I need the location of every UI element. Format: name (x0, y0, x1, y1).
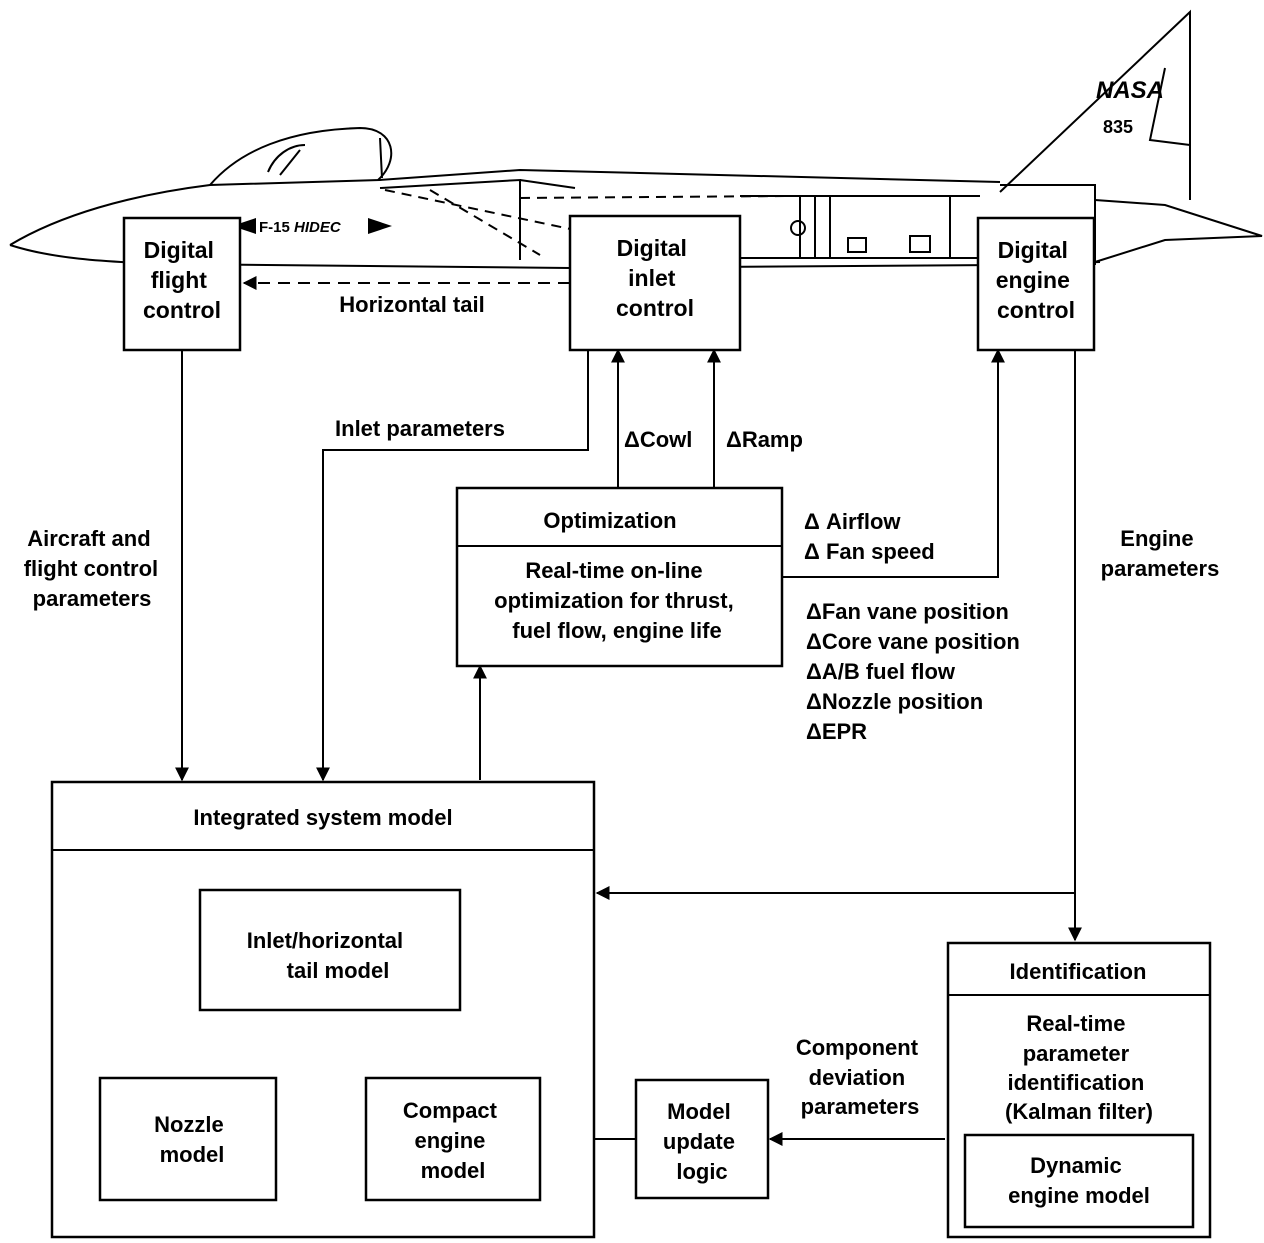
nozzle-model-box (98, 1076, 278, 1202)
delta-core-vane-label: ΔCore vane position (806, 629, 1020, 654)
tail-rudder-detail (1148, 67, 1191, 146)
inlet-duct (379, 178, 576, 260)
delta-symbol: Δ (624, 427, 640, 452)
delta-epr-label: ΔEPR (806, 719, 867, 744)
delta-ab-fuel-label: ΔA/B fuel flow (806, 659, 956, 684)
engine-deltas-line (782, 348, 1005, 578)
engine-params-label: Engine parameters (1101, 526, 1220, 581)
engine-deltas-upper: Δ Airflow Δ Fan speed (804, 509, 935, 564)
compact-engine-model-box (364, 1076, 542, 1202)
optimization-body: Real-time on-line optimization for thrus… (494, 558, 740, 643)
delta-airflow-label: Δ Airflow (804, 509, 901, 534)
engine-bay (740, 195, 980, 259)
optimization-box (455, 486, 784, 668)
delta-fan-vane-label: ΔFan vane position (806, 599, 1009, 624)
compact-engine-model-label: Compact engine model (403, 1098, 503, 1183)
horizontal-tail-label: Horizontal tail (339, 292, 484, 317)
ramp-label: ΔRamp (726, 427, 803, 452)
designation-right-arrow-icon (368, 218, 392, 234)
delta-fan-speed-label: Δ Fan speed (804, 539, 935, 564)
digital-flight-control-box (122, 216, 242, 352)
engine-component-circle (790, 220, 806, 236)
aircraft-params-label: Aircraft and flight control parameters (24, 526, 165, 611)
engine-component-box1 (847, 237, 867, 253)
designation-name: HIDEC (294, 219, 342, 236)
digital-engine-control-label: Digital engine control (996, 237, 1077, 323)
digital-inlet-control-label: Digital inlet control (616, 235, 694, 321)
dynamic-engine-model-box (963, 1133, 1195, 1229)
digital-engine-control-box (976, 216, 1096, 352)
vertical-tail (999, 9, 1191, 200)
dynamic-engine-model-label: Dynamic engine model (1008, 1153, 1150, 1208)
aircraft-designation: F-15 HIDEC (232, 218, 392, 236)
delta-nozzle-label: ΔNozzle position (806, 689, 983, 714)
tail-number: 835 (1103, 117, 1133, 137)
optimization-title: Optimization (543, 508, 676, 533)
exhaust (1094, 199, 1263, 263)
inlet-parameters-label: Inlet parameters (335, 416, 505, 441)
digital-inlet-control-box (568, 214, 742, 352)
designation-prefix: F-15 (259, 219, 290, 236)
cowl-label: ΔCowl (624, 427, 692, 452)
identification-title: Identification (1010, 959, 1147, 984)
inlet-tail-model-box (198, 888, 462, 1012)
nozzle-model-label: Nozzle model (154, 1112, 230, 1167)
svg-text:F-15 HIDEC: F-15 HIDEC (259, 219, 342, 236)
fuselage-upper (9, 168, 1001, 246)
inlet-tail-model-label: Inlet/horizontal tail model (247, 928, 410, 983)
aircraft-outline (9, 9, 1263, 270)
integrated-model-title: Integrated system model (193, 805, 452, 830)
canopy (209, 126, 393, 186)
inlet-parameters-line (316, 350, 589, 782)
canopy-frame (267, 137, 383, 179)
nasa-logo: NASA (1096, 77, 1164, 104)
model-update-logic-label: Model update logic (663, 1099, 741, 1184)
engine-deltas-lower: ΔFan vane position ΔCore vane position Δ… (806, 599, 1020, 744)
identification-body: Real-time parameter identification (Kalm… (1005, 1011, 1153, 1124)
delta-symbol: Δ (726, 427, 742, 452)
engine-component-box2 (909, 235, 931, 253)
model-update-logic-box (634, 1078, 770, 1200)
component-deviation-label: Component deviation parameters (796, 1035, 924, 1119)
digital-flight-control-label: Digital flight control (143, 237, 221, 323)
designation-left-arrow-icon (232, 218, 256, 234)
